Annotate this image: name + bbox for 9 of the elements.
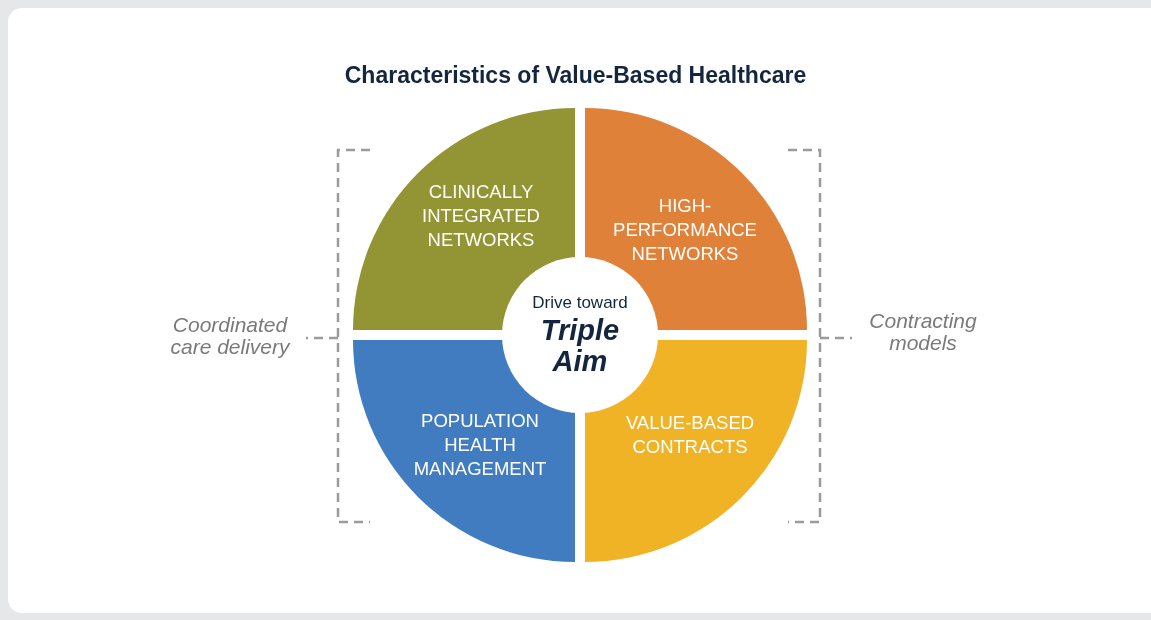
segment-label: HIGH-PERFORMANCE NETWORKS (612, 194, 758, 266)
segment-label: VALUE-BASED CONTRACTS (624, 411, 756, 459)
center-caption: Drive toward (532, 293, 628, 313)
segment-label: POPULATION HEALTH MANAGEMENT (412, 409, 548, 481)
diagram-title: Characteristics of Value-Based Healthcare (343, 62, 808, 89)
segment-label: CLINICALLY INTEGRATED NETWORKS (421, 180, 541, 252)
center-heading: Triple Aim (539, 315, 621, 377)
side-label: Coordinated care delivery (169, 314, 292, 358)
side-label: Contracting models (868, 310, 978, 354)
